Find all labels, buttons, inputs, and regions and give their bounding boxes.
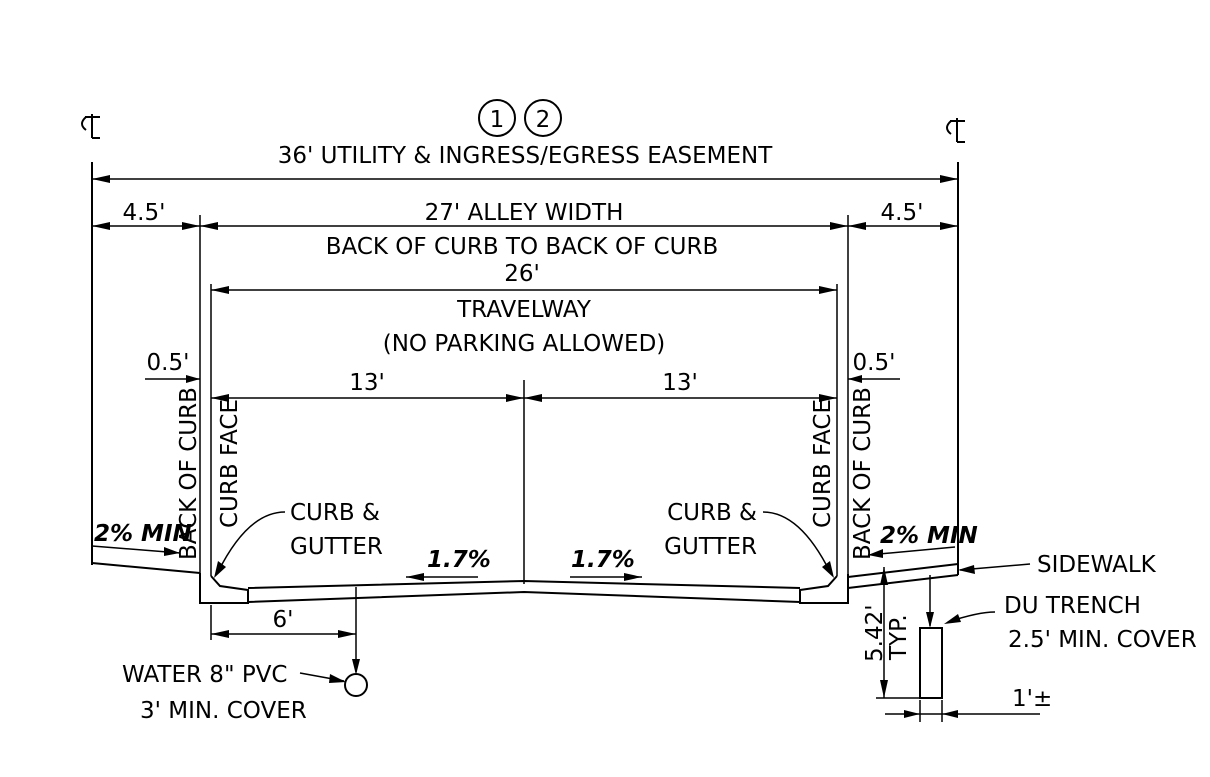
curb-gutter-right (799, 574, 849, 604)
left-walk-slope-label: 2% MIN (94, 521, 192, 547)
right-buffer-label: 4.5' (881, 200, 924, 226)
section-number-1: 1 (490, 107, 505, 133)
property-line-left-symbol (81, 114, 100, 139)
arrow (329, 674, 346, 683)
back-of-curb-label-left: BACK OF CURB (176, 387, 202, 560)
arrow (830, 222, 848, 230)
easement-arrow-left (92, 175, 110, 183)
arrow (524, 394, 542, 402)
section-circle-2 (524, 99, 562, 137)
water-cover-label: 3' MIN. COVER (140, 698, 307, 724)
right-sidewalk-bottom (847, 574, 959, 589)
pavement-bottom (247, 590, 801, 603)
left-road-slope-label: 1.7% (427, 547, 491, 573)
water-offset-label: 6' (273, 607, 294, 633)
trench-offset-label: 1'± (1012, 686, 1052, 712)
right-half-label: 13' (662, 370, 698, 396)
arrow (92, 222, 110, 230)
alley-width-label: 27' ALLEY WIDTH (425, 200, 624, 226)
arrow (944, 614, 961, 624)
back-of-curb-label-right: BACK OF CURB (850, 387, 876, 560)
arrow (164, 547, 180, 556)
water-pipe (344, 673, 368, 697)
arrow (819, 394, 837, 402)
right-offset-label: 0.5' (853, 350, 896, 376)
right-sidewalk-top (847, 563, 959, 578)
arrow (926, 612, 934, 628)
arrow (186, 375, 200, 383)
arrow (848, 375, 862, 383)
left-buffer-label: 4.5' (123, 200, 166, 226)
arrow (880, 680, 888, 698)
arrow (904, 710, 920, 718)
trench-depth-label: 5.42' (862, 604, 888, 662)
curb-gutter-right-leader (762, 511, 831, 573)
curb-gutter-right-label-2: GUTTER (664, 534, 757, 560)
sidewalk-label: SIDEWALK (1037, 552, 1157, 578)
arrow (406, 573, 424, 581)
easement-arrow-right (940, 175, 958, 183)
arrow (338, 630, 356, 638)
arrow (822, 561, 834, 578)
du-trench-label: DU TRENCH (1004, 593, 1141, 619)
section-number-2: 2 (536, 107, 551, 133)
property-line-right-symbol (946, 118, 965, 143)
arrow (211, 630, 229, 638)
arrow (214, 561, 226, 578)
du-trench-cover-label: 2.5' MIN. COVER (1008, 627, 1197, 653)
travelway-width-label: 26' (504, 261, 540, 287)
arrow (848, 222, 866, 230)
pavement-surface (247, 579, 801, 589)
curb-gutter-left-leader (217, 511, 286, 573)
arrow (211, 286, 229, 294)
curb-gutter-right-label-1: CURB & (667, 500, 757, 526)
left-sidewalk-grade (91, 562, 201, 574)
no-parking-label: (NO PARKING ALLOWED) (383, 331, 666, 357)
water-pipe-label: WATER 8" PVC (122, 662, 288, 688)
arrow (868, 549, 883, 558)
curb-gutter-left-label-2: GUTTER (290, 534, 383, 560)
arrow (958, 565, 975, 574)
right-road-slope-label: 1.7% (571, 547, 635, 573)
curb-face-label-right: CURB FACE (810, 399, 836, 528)
arrow (200, 222, 218, 230)
section-circle-1 (478, 99, 516, 137)
left-half-label: 13' (349, 370, 385, 396)
curb-gutter-left-label-1: CURB & (290, 500, 380, 526)
du-trench (919, 627, 943, 699)
back-to-back-label: BACK OF CURB TO BACK OF CURB (326, 234, 719, 260)
arrow (624, 573, 642, 581)
easement-label: 36' UTILITY & INGRESS/EGRESS EASEMENT (278, 143, 773, 169)
arrow (506, 394, 524, 402)
travelway-label: TRAVELWAY (456, 297, 592, 323)
arrow (352, 659, 360, 675)
left-offset-label: 0.5' (147, 350, 190, 376)
arrow (940, 222, 958, 230)
arrow (211, 394, 229, 402)
trench-typ-label: TYP. (886, 614, 912, 661)
curb-face-label-left: CURB FACE (217, 399, 243, 528)
arrow (942, 710, 958, 718)
curb-gutter-left (199, 573, 249, 604)
right-walk-slope-label: 2% MIN (880, 523, 978, 549)
arrow (880, 567, 888, 585)
arrow (182, 222, 200, 230)
arrow (819, 286, 837, 294)
